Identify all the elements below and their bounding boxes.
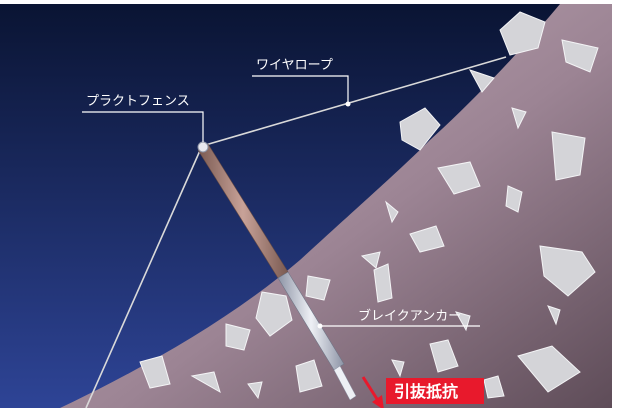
rock	[437, 161, 481, 195]
rock	[360, 251, 381, 269]
rock	[483, 375, 505, 399]
wire-leader-dot	[345, 101, 351, 107]
rock	[225, 323, 251, 351]
rock	[468, 69, 495, 93]
rock	[499, 11, 546, 56]
upper-wire-rope	[201, 56, 507, 147]
slope	[60, 4, 612, 408]
wire-leader-line	[252, 75, 349, 104]
rock	[561, 39, 599, 73]
rock	[547, 305, 561, 326]
rock	[551, 131, 586, 181]
rock	[305, 275, 331, 301]
anchor-rod	[333, 365, 357, 401]
wire-rope-label: ワイヤロープ	[256, 58, 333, 73]
rock	[295, 359, 323, 393]
rock	[139, 355, 171, 389]
wire-ropes	[85, 56, 507, 409]
fence-leader-line	[82, 111, 204, 142]
resistance-badge	[386, 378, 484, 404]
rock	[391, 359, 405, 378]
rock	[511, 107, 527, 130]
rock	[429, 339, 459, 373]
fence-label: プラクトフェンス	[86, 94, 190, 109]
rock	[255, 291, 293, 337]
lower-wire-rope	[85, 145, 203, 409]
red-arrow-down-right-icon	[361, 376, 384, 410]
rock	[539, 245, 596, 297]
rock	[373, 263, 393, 303]
rock	[399, 107, 441, 151]
resistance-label: 引抜抵抗	[394, 382, 458, 401]
rock	[517, 345, 581, 393]
rocks	[139, 11, 599, 400]
rock	[505, 185, 523, 213]
rock	[247, 381, 263, 400]
fence-post-top	[197, 141, 209, 153]
rock	[190, 371, 221, 394]
anchor-leader-dot	[317, 323, 323, 329]
rock	[385, 200, 399, 224]
break-anchor	[277, 271, 345, 371]
rock	[409, 225, 445, 253]
anchor-label: ブレイクアンカー	[358, 308, 461, 324]
